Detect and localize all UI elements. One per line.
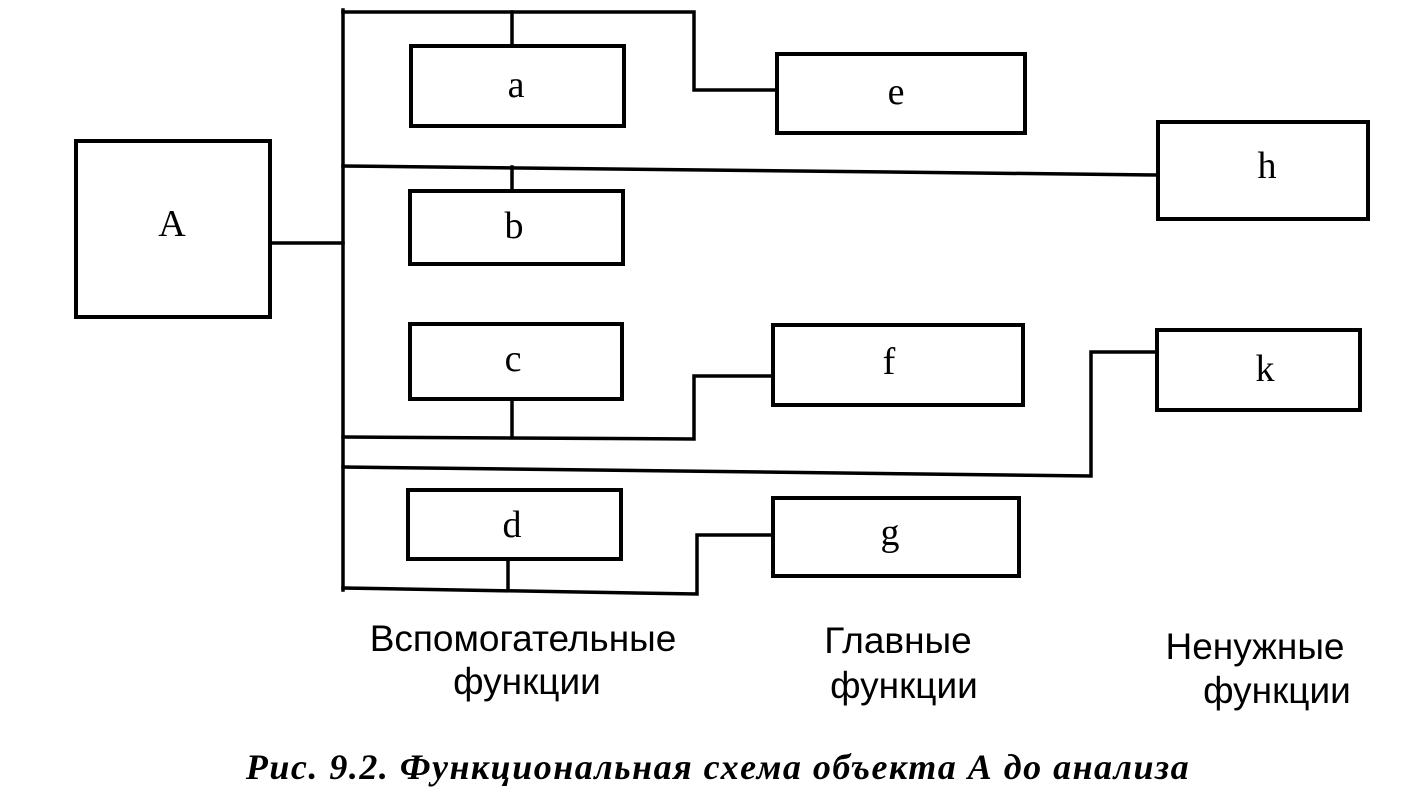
connector-c-f bbox=[341, 374, 775, 441]
group-unnecessary-line1: Ненужные bbox=[1165, 626, 1344, 667]
group-main-line1: Главные bbox=[824, 620, 971, 661]
group-unnecessary-line2: функции bbox=[1203, 670, 1351, 711]
node-b: b bbox=[408, 189, 625, 266]
connections bbox=[268, 8, 1160, 596]
box-g bbox=[771, 496, 1021, 578]
connector-d-g bbox=[341, 533, 775, 596]
node-c: c bbox=[408, 322, 624, 401]
connector-h bbox=[341, 164, 1160, 177]
node-A: A bbox=[74, 139, 272, 319]
group-label-main: Главные функции bbox=[824, 620, 978, 706]
connector-a-e bbox=[341, 10, 779, 92]
box-h bbox=[1156, 120, 1370, 221]
label-e: e bbox=[888, 71, 905, 113]
group-label-unnecessary: Ненужные функции bbox=[1165, 626, 1350, 711]
box-b bbox=[408, 189, 625, 266]
label-c: c bbox=[505, 338, 522, 380]
box-d bbox=[406, 488, 623, 561]
label-k: k bbox=[1256, 348, 1275, 390]
box-k bbox=[1155, 328, 1362, 412]
label-g: g bbox=[881, 512, 900, 554]
node-a: a bbox=[409, 44, 626, 128]
node-k: k bbox=[1155, 328, 1362, 412]
label-A: A bbox=[158, 203, 186, 245]
group-auxiliary-line2: функции bbox=[453, 661, 601, 702]
group-main-line2: функции bbox=[830, 665, 978, 706]
box-e bbox=[775, 52, 1027, 135]
group-auxiliary-line1: Вспомогательные bbox=[370, 618, 677, 659]
box-c bbox=[408, 322, 624, 401]
label-d: d bbox=[503, 504, 522, 546]
label-h: h bbox=[1258, 145, 1277, 187]
node-g: g bbox=[771, 496, 1021, 578]
figure-caption: Рис. 9.2. Функциональная схема объекта А… bbox=[245, 747, 1190, 787]
label-a: a bbox=[508, 64, 525, 106]
node-f: f bbox=[771, 323, 1025, 407]
connector-k bbox=[341, 350, 1159, 478]
label-f: f bbox=[883, 341, 896, 383]
node-h: h bbox=[1156, 120, 1370, 221]
node-e: e bbox=[775, 52, 1027, 135]
group-label-auxiliary: Вспомогательные функции bbox=[370, 618, 677, 702]
node-d: d bbox=[406, 488, 623, 561]
box-A bbox=[74, 139, 272, 319]
box-a bbox=[409, 44, 626, 128]
label-b: b bbox=[505, 205, 524, 247]
box-f bbox=[771, 323, 1025, 407]
